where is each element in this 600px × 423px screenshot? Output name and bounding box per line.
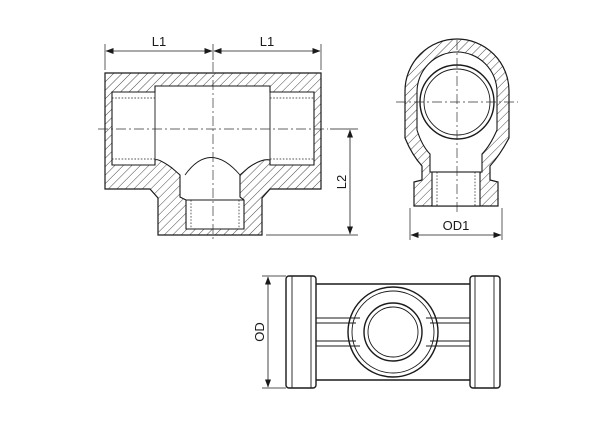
l1-left-label: L1 bbox=[152, 34, 166, 49]
side-branch-bore bbox=[431, 171, 481, 207]
l2-label: L2 bbox=[334, 175, 349, 189]
top-branch-thread-circle bbox=[367, 306, 419, 358]
top-view: OD bbox=[252, 275, 501, 389]
side-section-view: OD1 bbox=[396, 38, 518, 240]
top-branch-flange-circle bbox=[351, 290, 435, 374]
l1-right-label: L1 bbox=[260, 34, 274, 49]
front-bore-dome bbox=[184, 157, 241, 176]
od1-label: OD1 bbox=[443, 218, 470, 233]
top-branch-outer-circle bbox=[347, 286, 439, 378]
top-branch-bore-circle bbox=[363, 302, 423, 362]
od-label: OD bbox=[252, 322, 267, 342]
top-left-end-flange bbox=[285, 275, 317, 389]
top-right-end-flange bbox=[469, 275, 501, 389]
front-section-view: L1 L1 L2 bbox=[98, 34, 358, 242]
